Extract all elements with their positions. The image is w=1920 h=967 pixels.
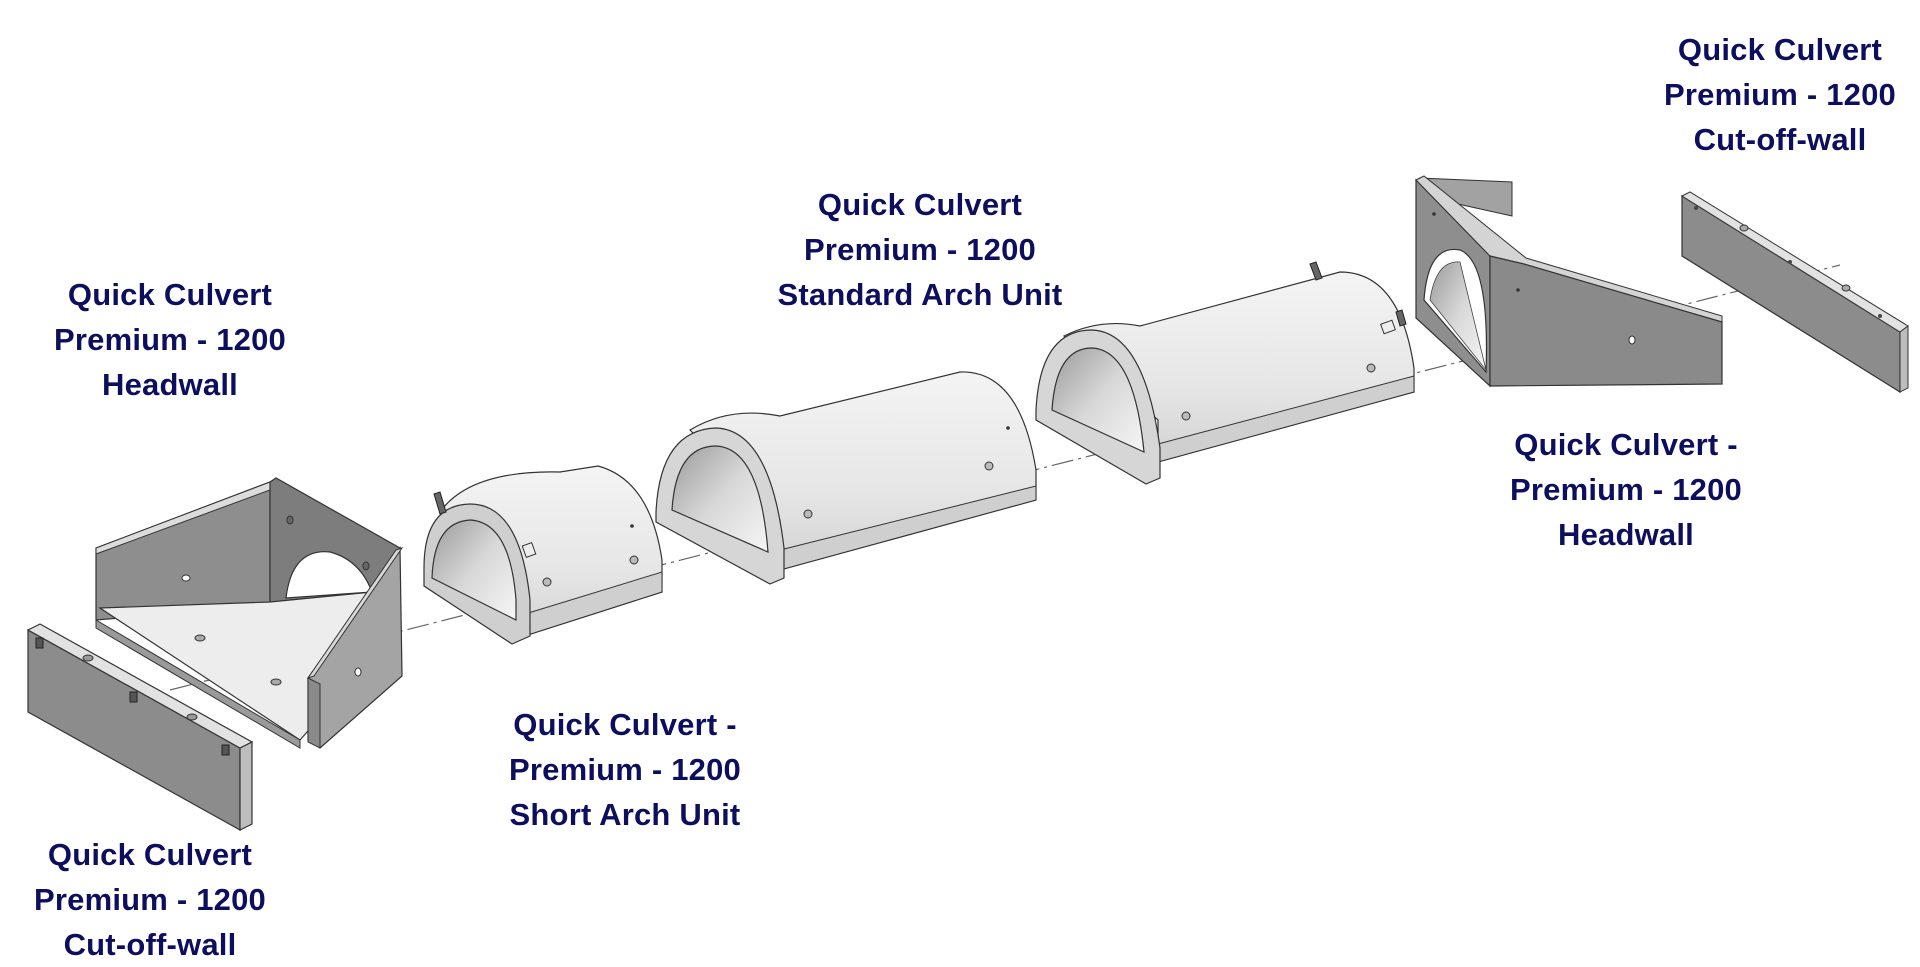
label-line: Quick Culvert — [817, 187, 1023, 222]
label-right-headwall: Quick Culvert - Premium - 1200 Headwall — [1486, 422, 1766, 557]
label-line: Quick Culvert — [47, 837, 253, 872]
label-line: Cut-off-wall — [63, 927, 237, 962]
label-line: Premium - 1200 — [804, 232, 1036, 267]
label-standard-arch-unit: Quick Culvert Premium - 1200 Standard Ar… — [760, 182, 1080, 317]
label-line: Quick Culvert — [1677, 32, 1883, 67]
label-line: Headwall — [1558, 517, 1694, 552]
label-line: Premium - 1200 — [54, 322, 286, 357]
right-cutoff-wall-shape — [1680, 191, 1909, 394]
label-right-cutoff-wall: Quick Culvert Premium - 1200 Cut-off-wal… — [1640, 27, 1920, 162]
label-line: Short Arch Unit — [509, 797, 741, 832]
label-line: Quick Culvert - — [513, 707, 737, 742]
short-arch-unit-shape — [423, 465, 663, 645]
label-left-cutoff-wall: Quick Culvert Premium - 1200 Cut-off-wal… — [10, 832, 290, 967]
label-short-arch-unit: Quick Culvert - Premium - 1200 Short Arc… — [490, 702, 760, 837]
label-line: Premium - 1200 — [509, 752, 741, 787]
standard-arch-unit-1-shape — [655, 371, 1037, 585]
label-line: Standard Arch Unit — [777, 277, 1063, 312]
label-line: Headwall — [102, 367, 238, 402]
label-left-headwall: Quick Culvert Premium - 1200 Headwall — [30, 272, 310, 407]
right-headwall-shape — [1415, 175, 1723, 388]
label-line: Quick Culvert - — [1514, 427, 1738, 462]
label-line: Quick Culvert — [67, 277, 273, 312]
label-line: Premium - 1200 — [1510, 472, 1742, 507]
label-line: Premium - 1200 — [34, 882, 266, 917]
label-line: Premium - 1200 — [1664, 77, 1896, 112]
left-headwall-shape — [95, 477, 404, 749]
label-line: Cut-off-wall — [1693, 122, 1867, 157]
standard-arch-unit-2-shape — [1035, 261, 1415, 485]
left-cutoff-wall-shape — [26, 623, 254, 832]
